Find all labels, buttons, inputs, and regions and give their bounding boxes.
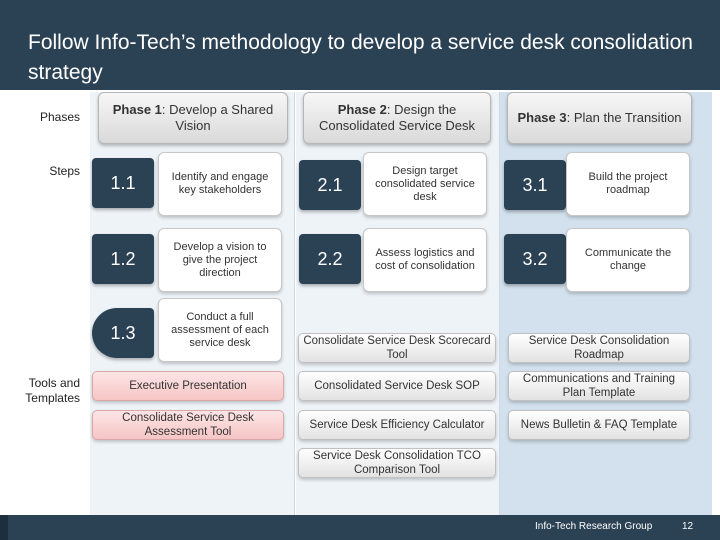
step-1-3-number: 1.3 bbox=[92, 308, 154, 358]
tool-scorecard[interactable]: Consolidate Service Desk Scorecard Tool bbox=[298, 333, 496, 363]
tool-assessment[interactable]: Consolidate Service Desk Assessment Tool bbox=[92, 410, 284, 440]
step-1-1-number: 1.1 bbox=[92, 158, 154, 208]
phase-2-text: : Design the Consolidated Service Desk bbox=[318, 102, 476, 133]
phase-3-bold: Phase 3 bbox=[517, 110, 567, 125]
tool-tco-comparison[interactable]: Service Desk Consolidation TCO Compariso… bbox=[298, 448, 496, 478]
step-2-2-number: 2.2 bbox=[299, 234, 361, 284]
step-3-1-description: Build the project roadmap bbox=[566, 152, 690, 216]
tool-sop[interactable]: Consolidated Service Desk SOP bbox=[298, 371, 496, 401]
phase-3-header: Phase 3: Plan the Transition bbox=[507, 92, 692, 144]
tool-executive-presentation[interactable]: Executive Presentation bbox=[92, 371, 284, 401]
page-number: 12 bbox=[682, 521, 694, 532]
step-2-1-description: Design target consolidated service desk bbox=[363, 152, 487, 216]
tool-comms-plan[interactable]: Communications and Training Plan Templat… bbox=[508, 371, 690, 401]
footer-org: Info-Tech Research Group bbox=[535, 521, 653, 532]
tool-roadmap[interactable]: Service Desk Consolidation Roadmap bbox=[508, 333, 690, 363]
phase-2-bold: Phase 2 bbox=[337, 102, 387, 117]
slide-title: Follow Info-Tech’s methodology to develo… bbox=[28, 31, 693, 84]
phase-1-bold: Phase 1 bbox=[112, 102, 162, 117]
step-3-1-number: 3.1 bbox=[504, 160, 566, 210]
step-2-1-number: 2.1 bbox=[299, 160, 361, 210]
step-3-2-number: 3.2 bbox=[504, 234, 566, 284]
phase-2-header: Phase 2: Design the Consolidated Service… bbox=[303, 92, 491, 144]
phase-1-header: Phase 1: Develop a Shared Vision bbox=[98, 92, 288, 144]
footer-accent bbox=[0, 515, 8, 540]
row-labels-rail bbox=[0, 90, 88, 515]
footer-bar: Info-Tech Research Group 12 bbox=[0, 515, 720, 540]
title-bar: Follow Info-Tech’s methodology to develo… bbox=[0, 0, 720, 90]
phases-label: Phases bbox=[39, 110, 80, 124]
step-1-1-description: Identify and engage key stakeholders bbox=[158, 152, 282, 216]
tool-efficiency-calculator[interactable]: Service Desk Efficiency Calculator bbox=[298, 410, 496, 440]
tool-news-bulletin[interactable]: News Bulletin & FAQ Template bbox=[508, 410, 690, 440]
step-2-2-description: Assess logistics and cost of consolidati… bbox=[363, 228, 487, 292]
steps-label: Steps bbox=[49, 164, 80, 178]
step-3-2-description: Communicate the change bbox=[566, 228, 690, 292]
phase-3-text: : Plan the Transition bbox=[566, 110, 682, 125]
step-1-2-description: Develop a vision to give the project dir… bbox=[158, 228, 282, 292]
tools-label: Tools and Templates bbox=[25, 376, 80, 405]
step-1-3-description: Conduct a full assessment of each servic… bbox=[158, 298, 282, 362]
phase-1-text: : Develop a Shared Vision bbox=[161, 102, 274, 133]
step-1-2-number: 1.2 bbox=[92, 234, 154, 284]
